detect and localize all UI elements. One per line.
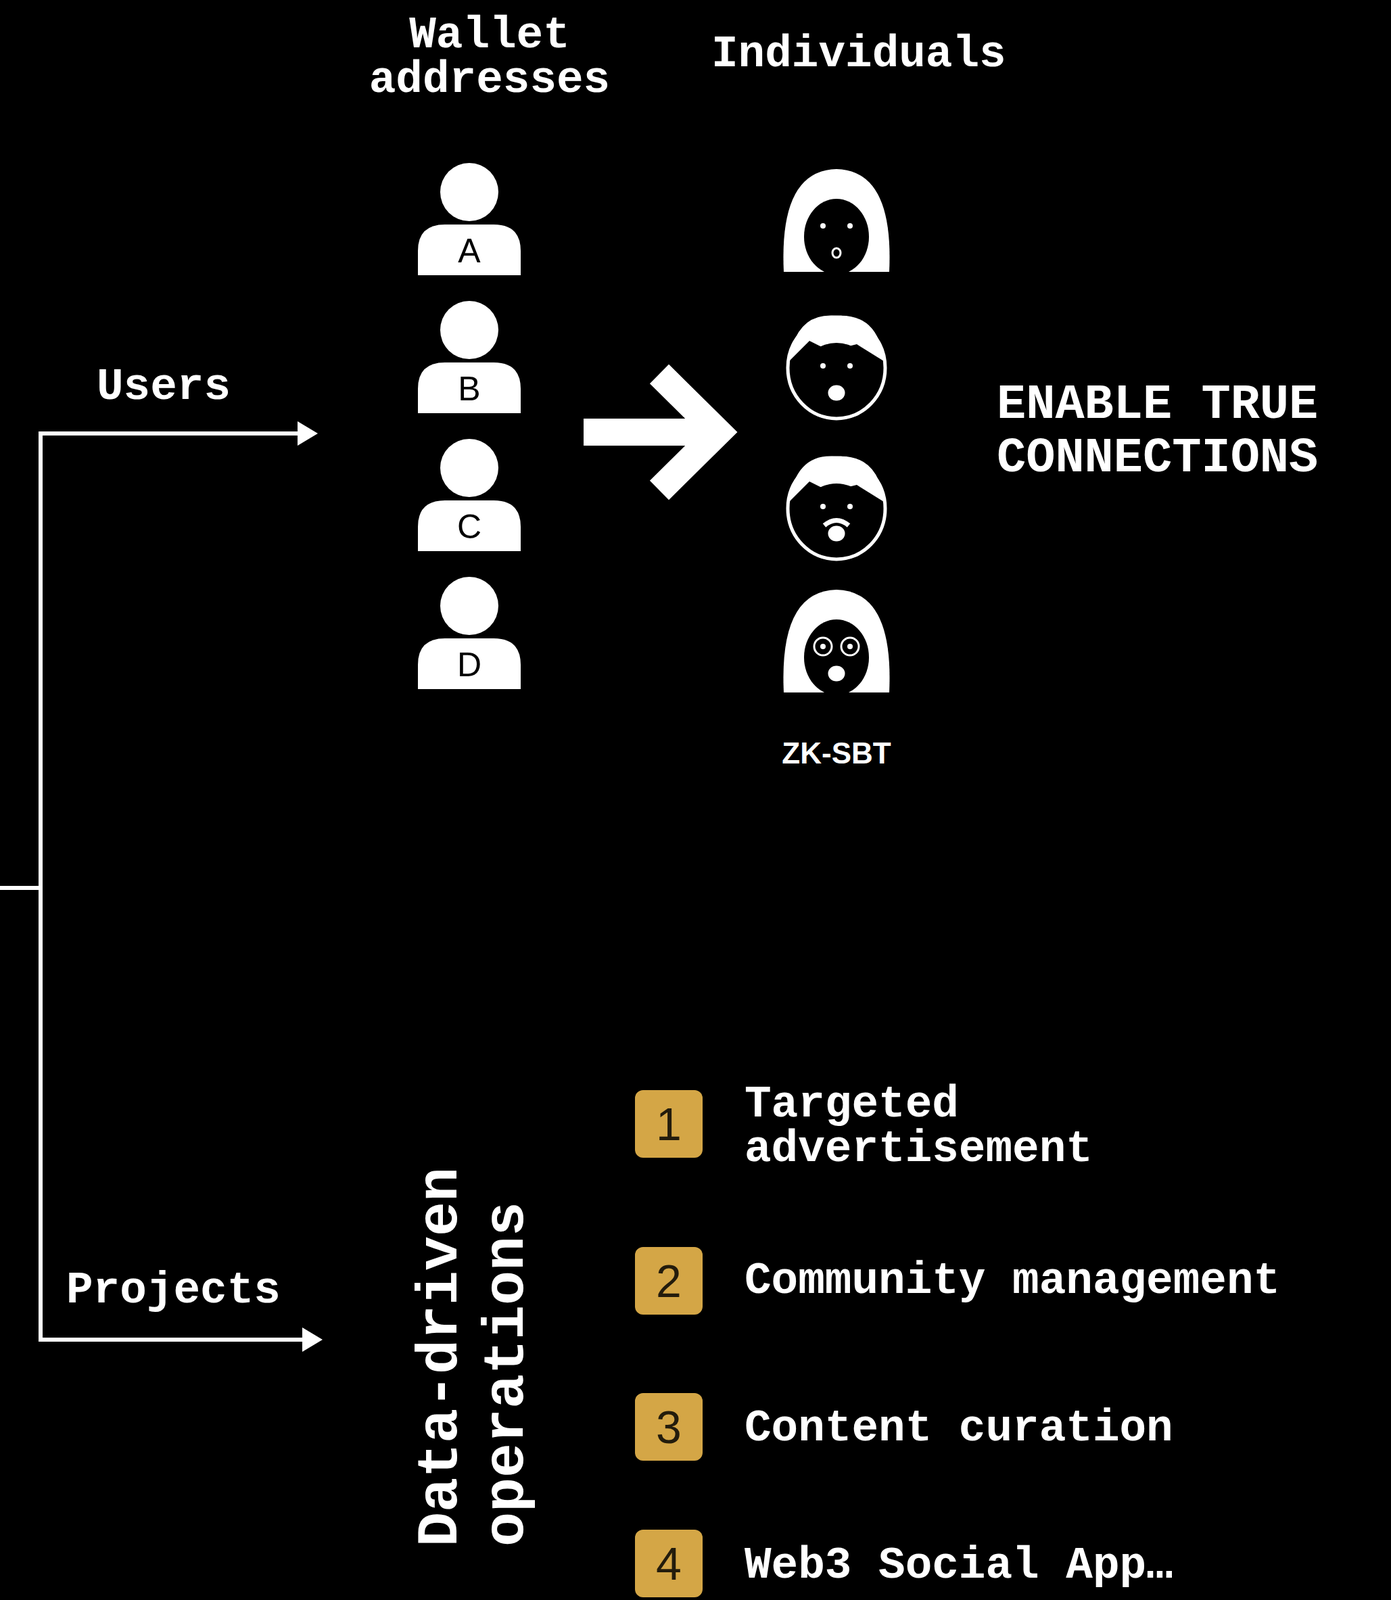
arrow-head	[297, 421, 318, 446]
callout-number: 4	[649, 1537, 689, 1590]
face	[804, 198, 869, 275]
face-icon	[783, 589, 890, 696]
wallet-letter: A	[417, 225, 521, 276]
wallet-icon: C	[417, 438, 521, 552]
mouth	[832, 248, 841, 258]
column-heading: Individuals	[711, 32, 982, 78]
stub-line	[0, 885, 41, 890]
person-head	[440, 438, 499, 498]
item-label: Web3 Social App…	[744, 1543, 1367, 1589]
face	[801, 483, 872, 552]
number-badge: 2	[634, 1246, 703, 1315]
face-icon	[787, 456, 886, 560]
eye	[820, 363, 826, 369]
number-badge: 4	[634, 1529, 703, 1598]
mouth	[829, 526, 844, 541]
callout-number: 2	[649, 1255, 689, 1307]
bracket-line	[38, 431, 43, 1342]
wallet-letter: D	[417, 639, 521, 690]
branch-label: Users	[96, 365, 231, 410]
eye	[847, 503, 853, 510]
big-arrow	[583, 373, 719, 491]
face-icons	[783, 169, 890, 696]
wallet-icon: D	[417, 576, 521, 690]
eye	[820, 223, 826, 229]
tagline: ENABLE TRUE CONNECTIONS	[996, 378, 1376, 486]
projects-arrow-line	[38, 1337, 306, 1342]
number-badge: 3	[634, 1393, 703, 1461]
wallet-letter: B	[417, 363, 521, 414]
token-label: ZK-SBT	[768, 737, 905, 770]
column-heading: Wallet addresses	[354, 13, 625, 103]
branch-label: Projects	[66, 1268, 281, 1314]
big-arrow-head	[659, 373, 719, 491]
person-head	[440, 162, 499, 222]
face	[804, 619, 869, 696]
person-body	[417, 638, 521, 690]
glasses	[814, 637, 832, 656]
person-body	[417, 500, 521, 552]
person-head	[440, 300, 499, 360]
moustache	[824, 520, 849, 527]
vertical-heading: Data-driven operations	[408, 1127, 541, 1547]
number-badge: 1	[634, 1090, 703, 1158]
item-label: Targeted advertisement	[744, 1082, 1164, 1172]
wallet-icon: B	[417, 300, 521, 414]
face	[801, 342, 872, 411]
eye	[847, 223, 853, 229]
item-label: Content curation	[744, 1406, 1367, 1452]
glasses	[841, 637, 859, 656]
eye	[847, 363, 853, 369]
person-body	[417, 224, 521, 276]
mouth	[829, 666, 844, 681]
face-icon	[787, 315, 886, 419]
eye	[820, 643, 826, 650]
person-body	[417, 362, 521, 414]
eye	[847, 643, 853, 650]
eye	[820, 503, 826, 510]
mouth	[829, 386, 844, 400]
wallet-icon: A	[417, 162, 521, 276]
callout-number: 1	[649, 1098, 689, 1150]
bracket-lines	[0, 431, 306, 1342]
arrow-head	[302, 1327, 323, 1352]
person-head	[440, 576, 499, 635]
callout-number: 3	[649, 1401, 689, 1453]
wallet-letter: C	[417, 501, 521, 552]
users-arrow-line	[38, 431, 301, 436]
face-icon	[783, 169, 890, 275]
item-label: Community management	[744, 1259, 1367, 1304]
